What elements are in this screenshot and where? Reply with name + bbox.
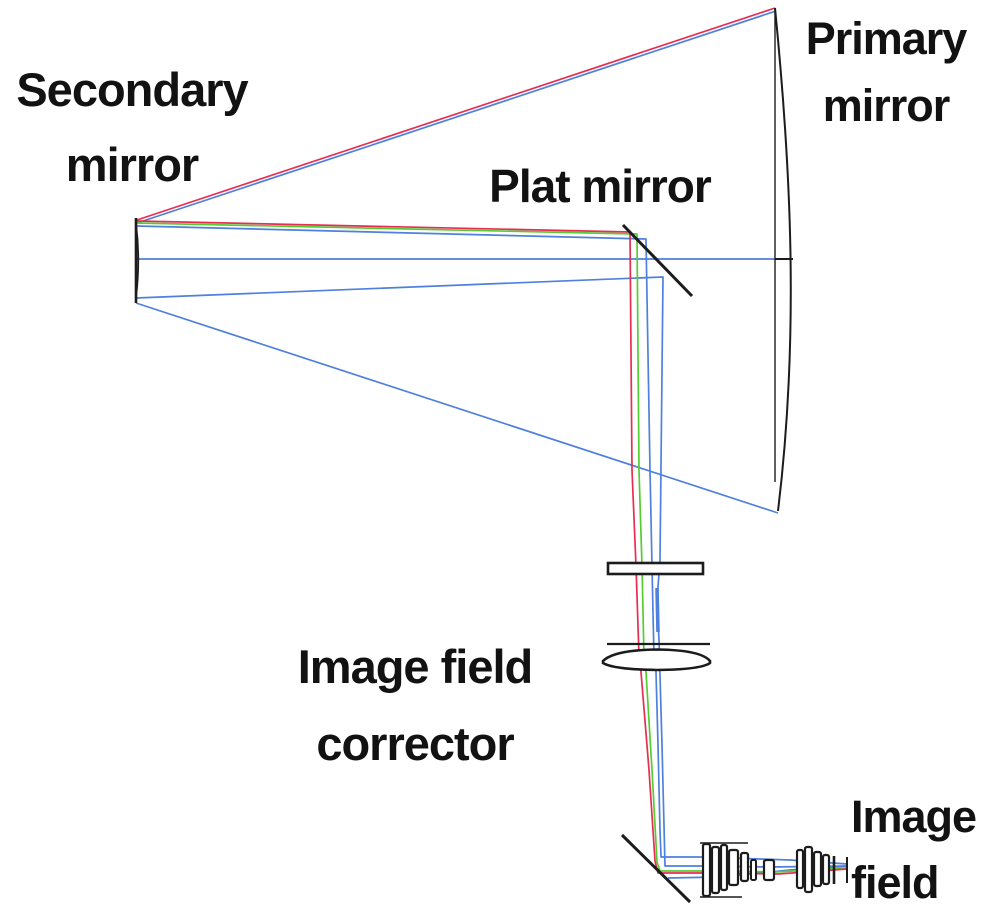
relay-lens-group-1 — [700, 842, 757, 898]
ray-red-upper-marginal — [136, 7, 776, 221]
secondary-mirror-back-curve — [135, 223, 140, 298]
primary-mirror-label-line2: mirror — [822, 80, 951, 131]
plat-mirror-surface — [621, 223, 694, 298]
image-field-corrector-label-line1: Image field — [297, 640, 534, 693]
relay-middle-element — [762, 858, 776, 882]
optical-components — [134, 7, 848, 904]
image-field-label: Image field — [851, 784, 1000, 909]
image-field-label-line2: field — [851, 857, 940, 908]
relay-lens-group-2 — [795, 845, 831, 894]
fold-mirror-surface — [620, 833, 692, 904]
ray-blue-overlap-segment — [655, 587, 660, 633]
relay1-element-5 — [739, 851, 750, 883]
corrector-lens-body — [601, 648, 712, 672]
relay2-element-4 — [821, 853, 831, 886]
relay1-element-2 — [710, 845, 721, 895]
image-field-corrector-label: Image field corrector — [240, 628, 590, 782]
image-field-label-line1: Image — [851, 791, 977, 842]
primary-mirror-surface-arc — [774, 7, 792, 512]
relay1-element-6 — [750, 859, 757, 881]
relay1-element-3 — [719, 843, 729, 892]
primary-mirror-label: Primary mirror — [778, 5, 994, 139]
relay2-element-3 — [812, 850, 823, 888]
primary-mirror-label-line1: Primary — [805, 13, 968, 64]
primary-mirror — [774, 7, 793, 512]
secondary-mirror — [134, 218, 140, 303]
corrector-lens — [601, 642, 712, 672]
secondary-mirror-label-line2: mirror — [65, 138, 199, 191]
relay2-element-1 — [795, 848, 805, 890]
ray-blue-lower-marginal — [135, 302, 779, 514]
ray-blue-upper-marginal — [136, 10, 777, 224]
plat-mirror-label-line1: Plat mirror — [489, 160, 712, 212]
image-field-corrector-label-line2: corrector — [316, 717, 514, 770]
relay1-element-1 — [701, 842, 712, 898]
corrector-plate — [606, 561, 705, 576]
relay2-element-2 — [803, 845, 814, 894]
plat-mirror-label: Plat mirror — [440, 160, 760, 212]
relay1-element-4 — [727, 848, 740, 887]
secondary-mirror-label-line1: Secondary — [16, 63, 248, 116]
secondary-mirror-label: Secondary mirror — [0, 52, 272, 202]
